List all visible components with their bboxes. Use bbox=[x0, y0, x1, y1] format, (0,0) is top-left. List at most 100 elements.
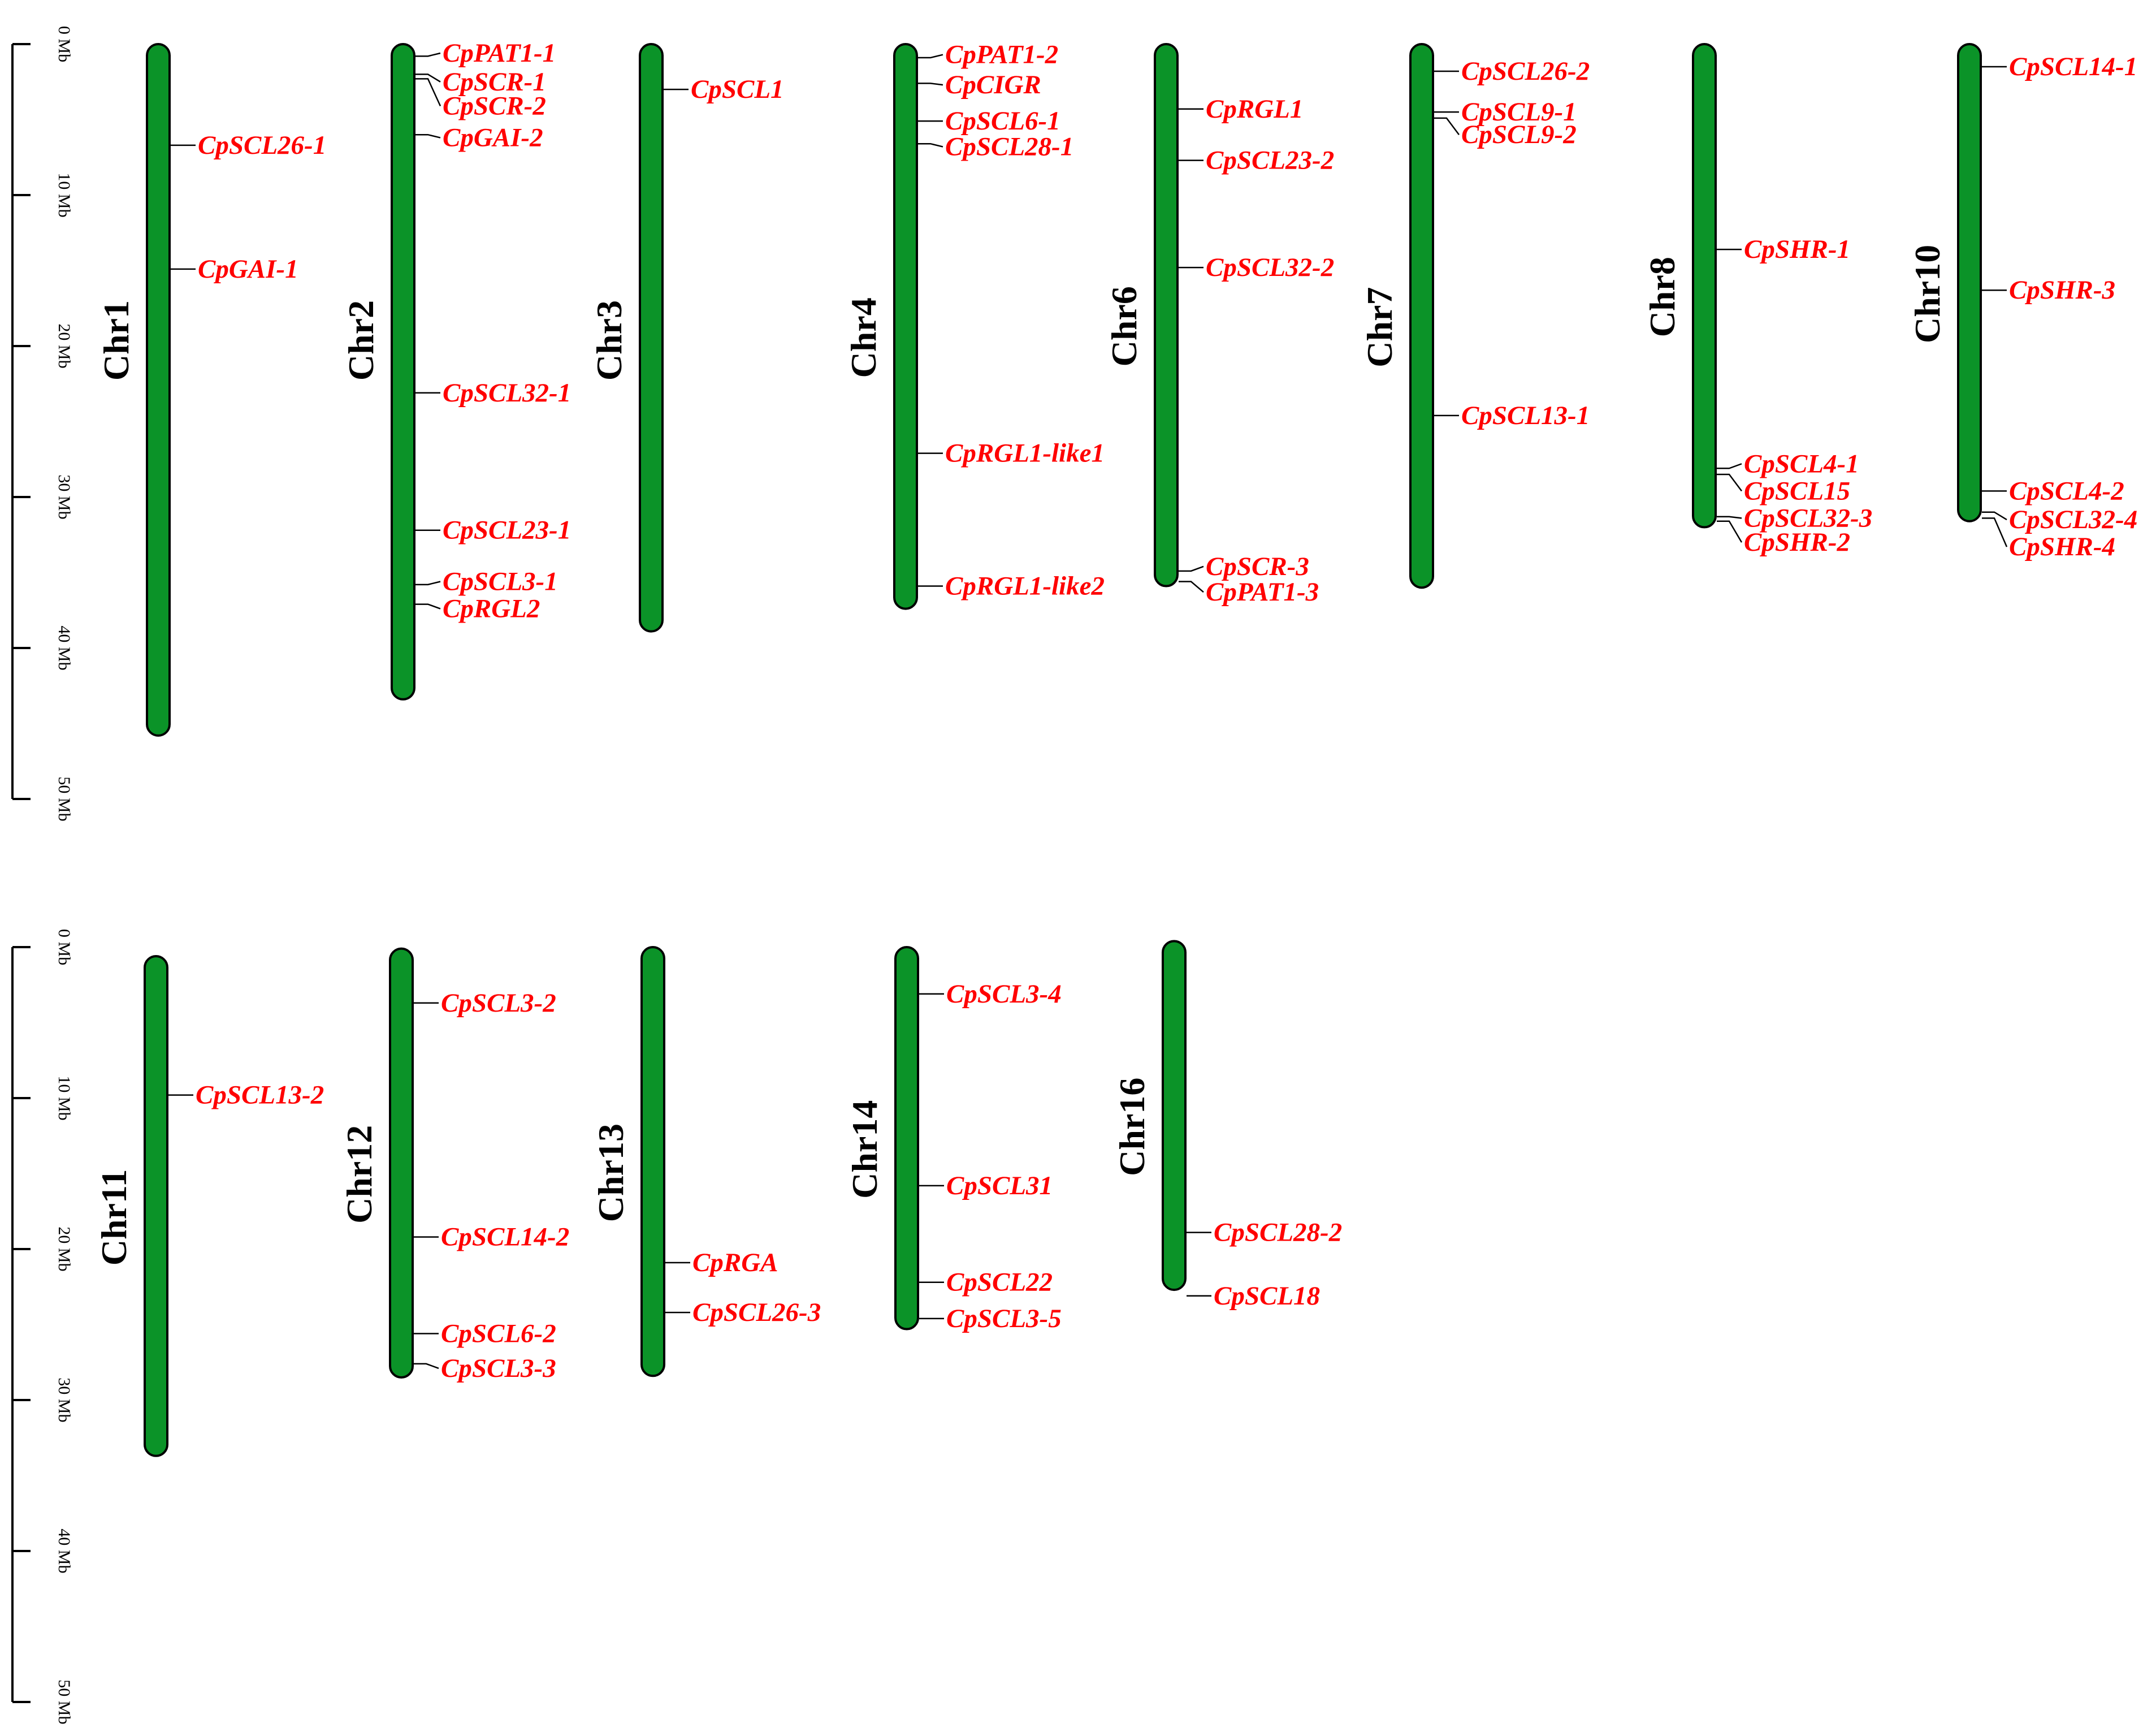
gene-label: CpSHR-1 bbox=[1744, 235, 1850, 264]
gene-label: CpSCL13-2 bbox=[196, 1081, 324, 1110]
scale-tick-label: 10 Mb bbox=[55, 1075, 73, 1120]
chromosome-bar bbox=[894, 946, 919, 1330]
scale-tick-label: 40 Mb bbox=[55, 625, 73, 670]
gene-label: CpSCL15 bbox=[1744, 476, 1850, 506]
gene-label: CpGAI-2 bbox=[443, 123, 543, 153]
gene-label: CpSCL32-1 bbox=[443, 378, 571, 408]
chromosome-bar bbox=[1692, 43, 1717, 529]
chromosome-bar bbox=[640, 946, 665, 1377]
gene-label: CpSCL32-2 bbox=[1206, 253, 1334, 282]
gene-label: CpSHR-4 bbox=[2009, 532, 2115, 561]
gene-label: CpSCR-3 bbox=[1206, 552, 1309, 581]
gene-label: CpSCL32-3 bbox=[1744, 503, 1872, 533]
gene-label: CpSCL31 bbox=[946, 1171, 1053, 1200]
chromosome-bar bbox=[144, 955, 168, 1457]
gene-label: CpSCL32-4 bbox=[2009, 505, 2137, 534]
gene-label: CpSCL6-1 bbox=[945, 106, 1060, 136]
gene-leader-line bbox=[415, 603, 441, 610]
gene-label: CpSCL14-1 bbox=[2009, 52, 2137, 81]
gene-label: CpSCL26-1 bbox=[198, 131, 326, 160]
gene-label: CpSCL4-1 bbox=[1744, 449, 1859, 478]
gene-label: CpSCL18 bbox=[1214, 1281, 1320, 1311]
gene-leader-line bbox=[1179, 581, 1204, 593]
gene-label: CpSCL23-2 bbox=[1206, 146, 1334, 175]
gene-label: CpRGL1 bbox=[1206, 94, 1303, 124]
chromosome-bar bbox=[389, 947, 414, 1379]
gene-label: CpSCL3-5 bbox=[946, 1304, 1062, 1333]
gene-label: CpSCL9-1 bbox=[1461, 97, 1577, 127]
chromosome-label: Chr8 bbox=[1642, 257, 1682, 337]
gene-leader-line bbox=[415, 581, 441, 586]
gene-label: CpSCL9-2 bbox=[1461, 120, 1577, 149]
chromosome-label: Chr6 bbox=[1104, 286, 1144, 366]
gene-label: CpRGL2 bbox=[443, 594, 540, 624]
gene-leader-line bbox=[414, 1363, 439, 1370]
gene-leader-line bbox=[1982, 511, 2007, 521]
scale-tick-label: 50 Mb bbox=[55, 776, 73, 821]
chromosome-bar bbox=[639, 43, 664, 633]
gene-label: CpSCL26-3 bbox=[692, 1298, 821, 1327]
scale-tick-label: 10 Mb bbox=[55, 172, 73, 217]
chromosome-label: Chr4 bbox=[843, 297, 884, 378]
chromosome-label: Chr2 bbox=[341, 300, 381, 381]
scale-tick-label: 20 Mb bbox=[55, 323, 73, 368]
gene-label: CpSCL14-2 bbox=[441, 1222, 569, 1252]
gene-label: CpPAT1-1 bbox=[443, 38, 556, 68]
gene-leader-line bbox=[1717, 473, 1743, 492]
chromosome-label: Chr7 bbox=[1360, 287, 1400, 367]
gene-leader-line bbox=[415, 78, 441, 106]
gene-leader-line bbox=[415, 133, 441, 139]
chromosome-bar bbox=[1957, 43, 1982, 522]
chromosome-bar bbox=[391, 43, 415, 701]
chromosome-label: Chr16 bbox=[1112, 1078, 1152, 1176]
gene-leader-line bbox=[1717, 463, 1742, 469]
gene-label: CpSCL3-1 bbox=[443, 567, 558, 597]
scale-tick-label: 40 Mb bbox=[55, 1528, 73, 1573]
chromosome-bar bbox=[893, 43, 918, 610]
gene-label: CpSCL28-1 bbox=[945, 132, 1073, 162]
gene-label: CpSCL26-2 bbox=[1461, 57, 1590, 86]
chromosome-bar bbox=[1409, 43, 1434, 589]
gene-label: CpSCL1 bbox=[691, 75, 784, 104]
chromosome-bar bbox=[1154, 43, 1179, 587]
gene-leader-line bbox=[415, 74, 441, 83]
chromosome-label: Chr14 bbox=[845, 1100, 885, 1199]
gene-label: CpSCL23-1 bbox=[443, 516, 571, 545]
gene-label: CpSCL22 bbox=[946, 1268, 1053, 1297]
chromosome-label: Chr12 bbox=[339, 1125, 379, 1224]
gene-label: CpSCL4-2 bbox=[2009, 476, 2124, 506]
chromosome-bar bbox=[146, 43, 171, 737]
gene-label: CpPAT1-2 bbox=[945, 40, 1058, 70]
gene-label: CpSCL3-3 bbox=[441, 1354, 556, 1383]
gene-label: CpSCL3-2 bbox=[441, 988, 556, 1018]
gene-label: CpPAT1-3 bbox=[1206, 577, 1319, 607]
chromosome-chr8: Chr8CpSHR-1CpSCL4-1CpSCL15CpSCL32-3CpSHR… bbox=[1642, 43, 1872, 557]
gene-leader-line bbox=[1717, 516, 1742, 519]
gene-leader-line bbox=[918, 142, 943, 148]
gene-leader-line bbox=[1982, 517, 2008, 547]
chromosome-bar bbox=[1162, 940, 1187, 1291]
scale-tick-label: 0 Mb bbox=[55, 929, 73, 965]
chromosome-chr10: Chr10CpSCL14-1CpSHR-3CpSCL4-2CpSCL32-4Cp… bbox=[1907, 43, 2137, 561]
gene-label: CpSCL6-2 bbox=[441, 1319, 556, 1349]
gene-leader-line bbox=[918, 83, 943, 86]
gene-label: CpRGL1-like1 bbox=[945, 439, 1105, 468]
scale-tick-label: 30 Mb bbox=[55, 474, 73, 519]
gene-label: CpSCR-2 bbox=[443, 91, 546, 120]
gene-label: CpRGA bbox=[692, 1248, 778, 1277]
scale-tick-label: 30 Mb bbox=[55, 1377, 73, 1422]
gene-leader-line bbox=[1179, 565, 1204, 572]
gene-label: CpSCL13-1 bbox=[1461, 401, 1590, 430]
chromosome-label: Chr13 bbox=[591, 1124, 631, 1222]
